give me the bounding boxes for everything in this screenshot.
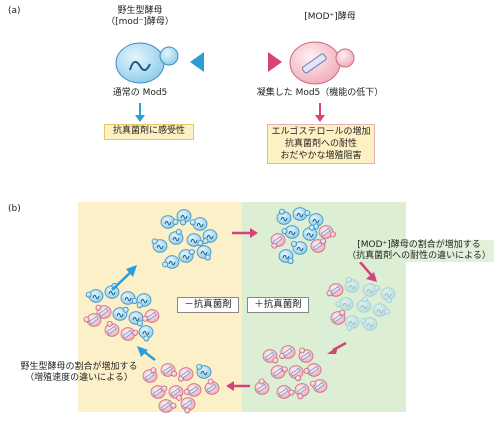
wild-yeast-cell: [344, 277, 360, 293]
mod-yeast-cell: [95, 304, 112, 319]
wild-yeast-cell: [278, 249, 294, 265]
mod-yeast-title: [MOD⁺]酵母: [304, 12, 356, 22]
wild-caption: 通常の Mod5: [112, 88, 168, 98]
wild-yeast-cell: [196, 363, 212, 379]
mod-yeast-cell: [160, 363, 178, 377]
wild-increase-note: 野生型酵母の割合が増加する （増殖速度の違いによる）: [4, 362, 154, 384]
mod-caption: 凝集した Mod5（機能の低下）: [256, 88, 384, 98]
mod-yeast-cell: [294, 383, 310, 400]
mod-yeast-cell: [330, 309, 346, 325]
wild-yeast-cell: [196, 245, 212, 261]
mod-yeast-cell: [183, 383, 202, 397]
mod-increase-note: [MOD⁺]酵母の割合が増加する （抗真菌剤への耐性の違いによる）: [344, 240, 494, 262]
wild-yeast-cell: [186, 233, 204, 247]
wild-yeast-cell: [281, 225, 300, 239]
mod-increase-note-line1: [MOD⁺]酵母の割合が増加する: [357, 240, 481, 250]
plus-antifungal-box: ＋抗真菌剤: [247, 297, 309, 313]
mod-phenotype-line-3: おだやかな増殖阻害: [280, 151, 362, 161]
wild-yeast-cell: [362, 283, 381, 297]
wild-phenotype-box: 抗真菌剤に感受性: [104, 124, 194, 140]
minus-antifungal-box: －抗真菌剤: [177, 297, 239, 313]
mod-increase-note-line2: （抗真菌剤への耐性の違いによる）: [347, 251, 491, 261]
wild-yeast-cell: [344, 315, 360, 332]
mod-yeast-cell: [288, 365, 304, 382]
mod-yeast-cell: [180, 397, 196, 414]
mod-yeast-cell: [326, 283, 344, 297]
mod-yeast-cell: [177, 367, 194, 382]
wild-yeast-cell: [189, 217, 208, 231]
wild-yeast-cell: [136, 293, 152, 309]
wild-yeast-title-line2: （[mod⁻]酵母）: [106, 17, 174, 27]
mod-yeast-cell: [104, 320, 120, 337]
wild-yeast-cell: [120, 291, 138, 305]
mod-yeast-cell: [142, 367, 158, 383]
wild-yeast-cell: [372, 303, 391, 317]
wild-yeast-cell: [168, 228, 184, 245]
yeast-population-cells: [83, 207, 396, 414]
mod-yeast-cell: [270, 365, 288, 379]
bidirectional-arrow: [190, 52, 282, 72]
wild-yeast-cell: [151, 238, 168, 253]
mod-yeast-cell: [310, 238, 327, 253]
wild-yeast-title-line1: 野生型酵母: [117, 6, 163, 16]
cycle-arrows: [111, 228, 377, 391]
mod-yeast-cell: [262, 349, 279, 364]
mod-yeast-cell: [142, 309, 160, 323]
wild-yeast-title: 野生型酵母 （[mod⁻]酵母）: [100, 6, 180, 28]
wild-yeast-cell: [178, 248, 195, 263]
panel-b-label: (b): [8, 204, 21, 214]
wild-yeast-cell: [276, 208, 292, 225]
wild-yeast-cell: [112, 306, 129, 321]
wild-yeast-cell: [290, 241, 308, 255]
mod-yeast-cell: [83, 313, 102, 327]
mod-yeast-cell: [309, 379, 328, 393]
wild-yeast-cell: [202, 229, 218, 245]
wild-yeast-cell-large: [115, 42, 179, 84]
mod-yeast-cell: [120, 327, 139, 341]
mod-yeast-cell: [279, 345, 296, 360]
mod-yeast-cell: [298, 347, 314, 363]
wild-yeast-cell: [360, 317, 378, 331]
mod-yeast-cell-large: [289, 41, 355, 85]
wild-yeast-cell: [335, 297, 354, 311]
wild-yeast-cell: [128, 311, 144, 327]
wild-yeast-cell: [162, 255, 180, 269]
wild-increase-note-line2: （増殖速度の違いによる）: [25, 373, 133, 383]
mod-yeast-cell: [158, 399, 177, 413]
wild-yeast-cell: [380, 287, 396, 304]
wild-yeast-cell: [85, 289, 104, 303]
mod-yeast-cell: [318, 225, 336, 239]
panel-a-label: (a): [8, 6, 21, 16]
mod-yeast-cell: [204, 378, 220, 395]
wild-yeast-cell: [160, 215, 179, 229]
wild-yeast-cell: [302, 224, 318, 241]
mod-yeast-cell: [254, 378, 270, 395]
mod-down-arrow: [315, 103, 325, 122]
mod-yeast-cell: [303, 363, 322, 377]
wild-yeast-cell: [176, 209, 192, 226]
wild-yeast-cell: [138, 325, 154, 342]
wild-down-arrow: [135, 103, 145, 122]
mod-phenotype-line-2: 抗真菌剤への耐性: [284, 139, 357, 149]
mod-phenotype-box: エルゴステロールの増加 抗真菌剤への耐性 おだやかな増殖阻害: [267, 124, 375, 164]
mod-yeast-cell: [276, 385, 295, 399]
mod-yeast-cell: [168, 385, 184, 401]
wild-yeast-cell: [356, 296, 372, 313]
wild-increase-note-line1: 野生型酵母の割合が増加する: [20, 362, 138, 372]
mod-phenotype-line-1: エルゴステロールの増加: [271, 127, 371, 137]
mod-yeast-cell: [150, 385, 168, 399]
mod-yeast-cell: [270, 233, 286, 249]
wild-yeast-cell: [292, 207, 311, 221]
